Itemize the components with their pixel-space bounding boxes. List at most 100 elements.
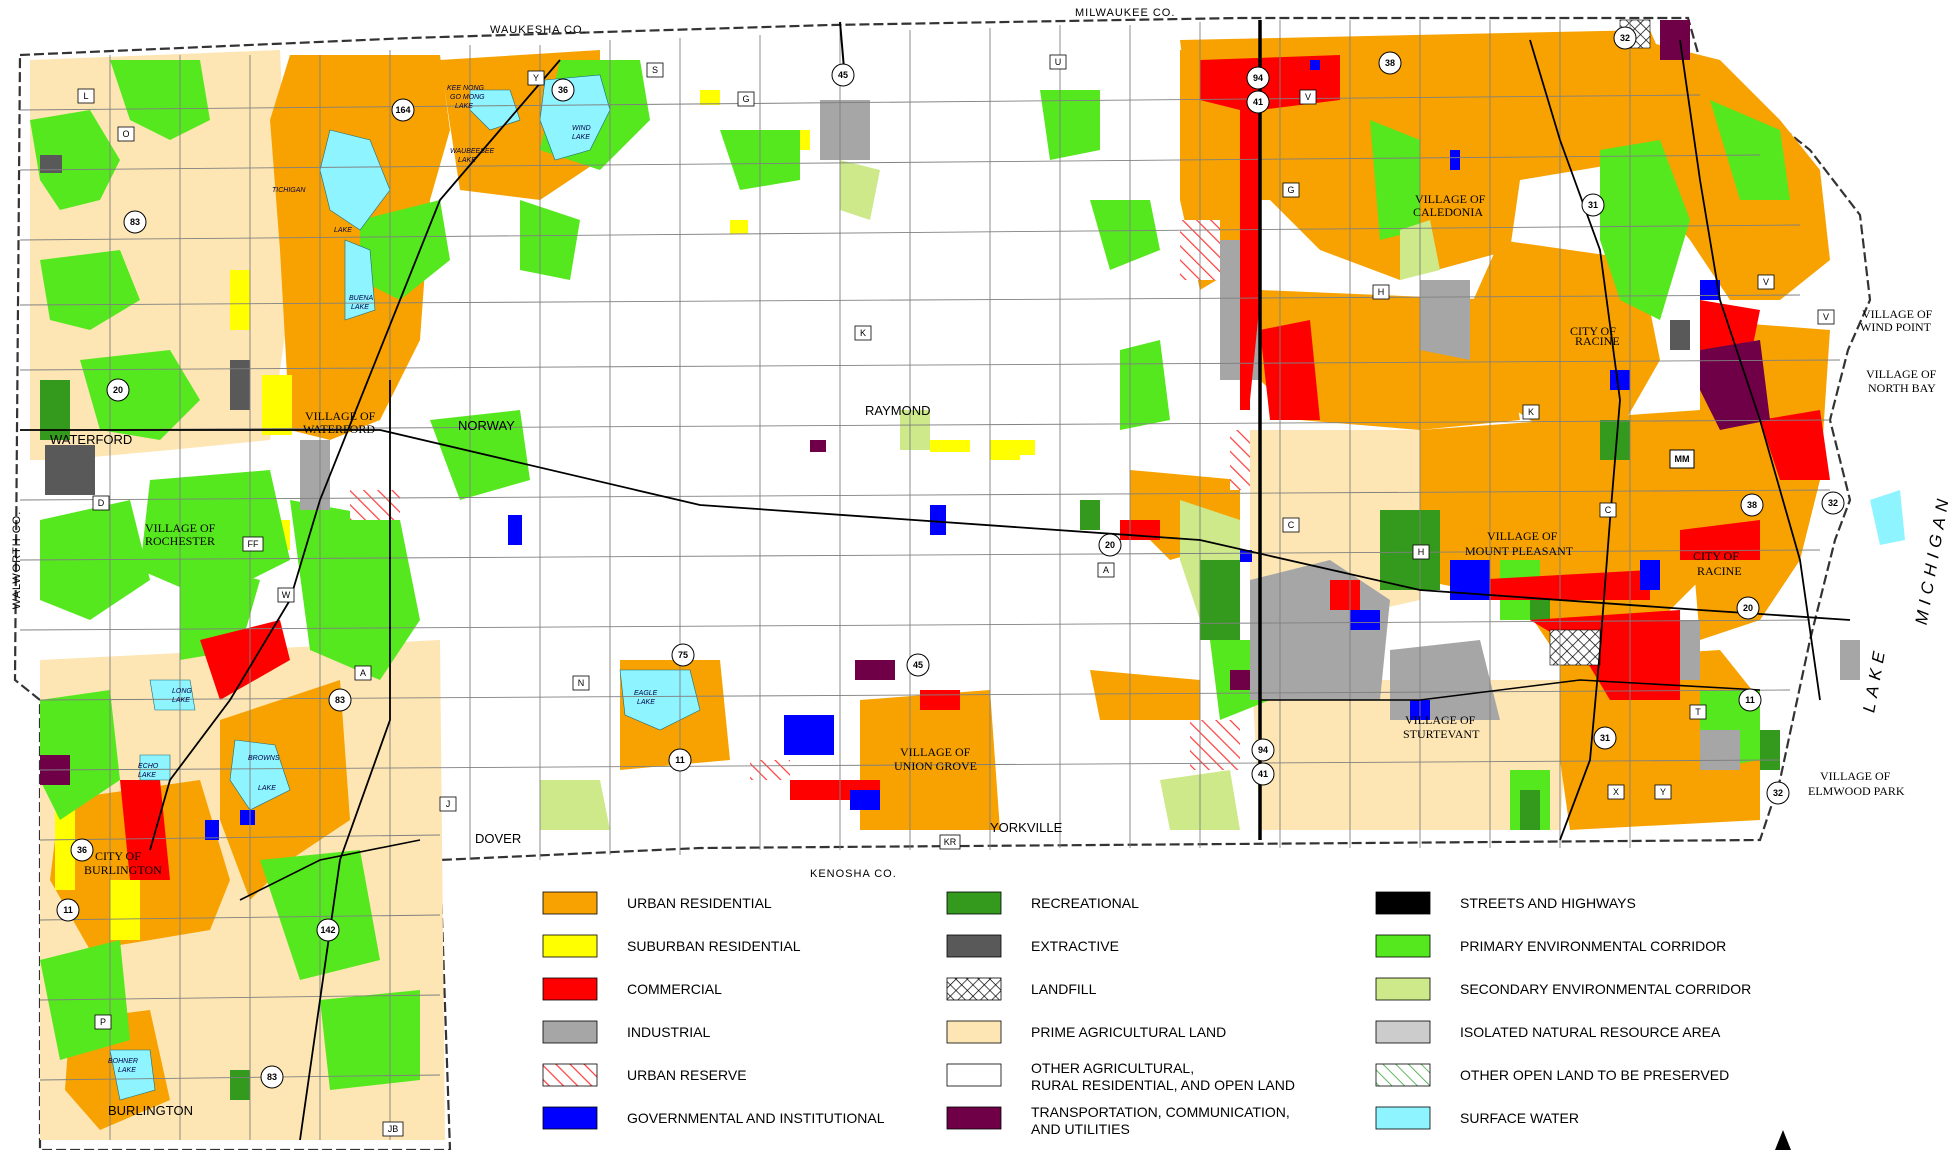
highway-number: 36 [77,845,87,855]
map-legend: URBAN RESIDENTIAL SUBURBAN RESIDENTIAL C… [542,891,1751,1137]
place-label: WATERFORD [50,432,132,447]
highway-shield: 32 [1766,781,1790,805]
commercial-areas [120,55,1830,880]
lake-michigan-label: MICHIGAN [1912,492,1954,626]
lake-label: LAKE [455,103,473,110]
county-road-marker: V [1299,89,1317,105]
legend-label: URBAN RESIDENTIAL [627,895,772,911]
highway-shield: 31 [1593,726,1617,750]
place-labels: WATERFORD VILLAGE OF WATERFORD NORWAY RA… [50,192,1937,1118]
county-road-marker: C [1282,517,1300,533]
highway-shield: 142 [316,918,340,942]
place-label: VILLAGE OF [145,521,216,535]
county-road-letter: G [1287,185,1294,195]
lake-label: LAKE [118,1067,136,1074]
county-road-letter: O [122,129,129,139]
county-road-marker: U [1049,54,1067,70]
highway-shield: 83 [328,688,352,712]
lake-label: BUENA [349,295,373,302]
legend-swatch [946,1020,1002,1044]
legend-label: PRIME AGRICULTURAL LAND [1031,1024,1226,1040]
county-road-letter: G [742,94,749,104]
highway-number: 83 [335,695,345,705]
highway-number: 11 [1745,695,1755,705]
place-label: VILLAGE OF [1487,529,1558,543]
county-road-marker: K [1522,404,1540,420]
county-road-letter: A [1103,565,1109,575]
highway-shield: 11 [1738,688,1762,712]
highway-shield: 36 [70,838,94,862]
legend-swatch [1375,977,1431,1001]
legend-label: OTHER AGRICULTURAL, [1031,1060,1194,1076]
legend-swatch [946,977,1002,1001]
legend-label: STREETS AND HIGHWAYS [1460,895,1636,911]
legend-item: URBAN RESIDENTIAL [542,891,772,915]
county-road-marker: V [1757,274,1775,290]
legend-swatch [1375,891,1431,915]
legend-label: TRANSPORTATION, COMMUNICATION, [1031,1104,1290,1120]
county-label-kenosha: KENOSHA CO. [810,868,897,880]
legend-item: LANDFILL [946,977,1097,1001]
place-label: CITY OF [1693,549,1739,563]
highway-shield: 41 [1246,90,1270,114]
lake-label: LAKE [637,699,655,706]
legend-swatch [542,977,598,1001]
place-label: MOUNT PLEASANT [1465,544,1574,558]
governmental-areas [205,60,1720,840]
legend-swatch [946,891,1002,915]
legend-item: SUBURBAN RESIDENTIAL [542,934,801,958]
highway-number: 31 [1600,733,1610,743]
county-road-letter: J [446,799,451,809]
highway-number: 11 [675,755,685,765]
lake-label: EAGLE [634,690,658,697]
highway-shield: 41 [1251,762,1275,786]
county-road-letter: U [1055,57,1062,67]
legend-label: SURFACE WATER [1460,1110,1579,1126]
county-road-letter: K [860,328,866,338]
place-label: BURLINGTON [108,1103,193,1118]
legend-item: GOVERNMENTAL AND INSTITUTIONAL [542,1106,885,1130]
legend-swatch [542,1063,598,1087]
highway-number: 164 [395,105,410,115]
county-road-marker: W [277,587,295,603]
county-road-letter: V [1763,277,1769,287]
lake-label: LAKE [172,697,190,704]
highway-shield: 20 [1736,596,1760,620]
county-road-marker: G [1282,182,1300,198]
legend-label: SUBURBAN RESIDENTIAL [627,938,801,954]
highway-number: 32 [1620,33,1630,43]
highway-shield: 164 [391,98,415,122]
place-label: CALEDONIA [1413,205,1483,219]
place-label: ROCHESTER [145,534,215,548]
highway-shield: 32 [1821,491,1845,515]
county-road-letter: JB [388,1124,399,1134]
place-label: WIND POINT [1860,320,1932,334]
legend-label: ISOLATED NATURAL RESOURCE AREA [1460,1024,1721,1040]
place-label: DOVER [475,831,521,846]
legend-label: RECREATIONAL [1031,895,1139,911]
county-road-marker: S [646,62,664,78]
legend-label: RURAL RESIDENTIAL, AND OPEN LAND [1031,1077,1295,1093]
county-road-marker: A [354,665,372,681]
legend-swatch [946,1063,1002,1087]
county-road-marker: Y [1654,784,1672,800]
county-road-marker: V [1817,309,1835,325]
highway-number: 11 [63,905,73,915]
lake-label: LAKE [572,134,590,141]
county-road-letter: H [1418,547,1425,557]
legend-label: OTHER OPEN LAND TO BE PRESERVED [1460,1067,1729,1083]
legend-label: AND UTILITIES [1031,1121,1130,1137]
county-road-marker: FF [242,536,264,552]
county-road-marker: K [854,325,872,341]
county-road-markers: L O Y S G U V G K D FF W A N C H P J JB … [77,54,1835,1137]
county-road-letter: KR [944,837,957,847]
legend-label: COMMERCIAL [627,981,722,997]
highway-number: 41 [1258,769,1268,779]
highway-number: 83 [267,1072,277,1082]
county-road-letter: Y [1660,787,1666,797]
highway-number: 38 [1747,500,1757,510]
county-road-marker: N [572,675,590,691]
place-label: VILLAGE OF [1866,367,1937,381]
legend-item: PRIME AGRICULTURAL LAND [946,1020,1226,1044]
legend-label: URBAN RESERVE [627,1067,747,1083]
